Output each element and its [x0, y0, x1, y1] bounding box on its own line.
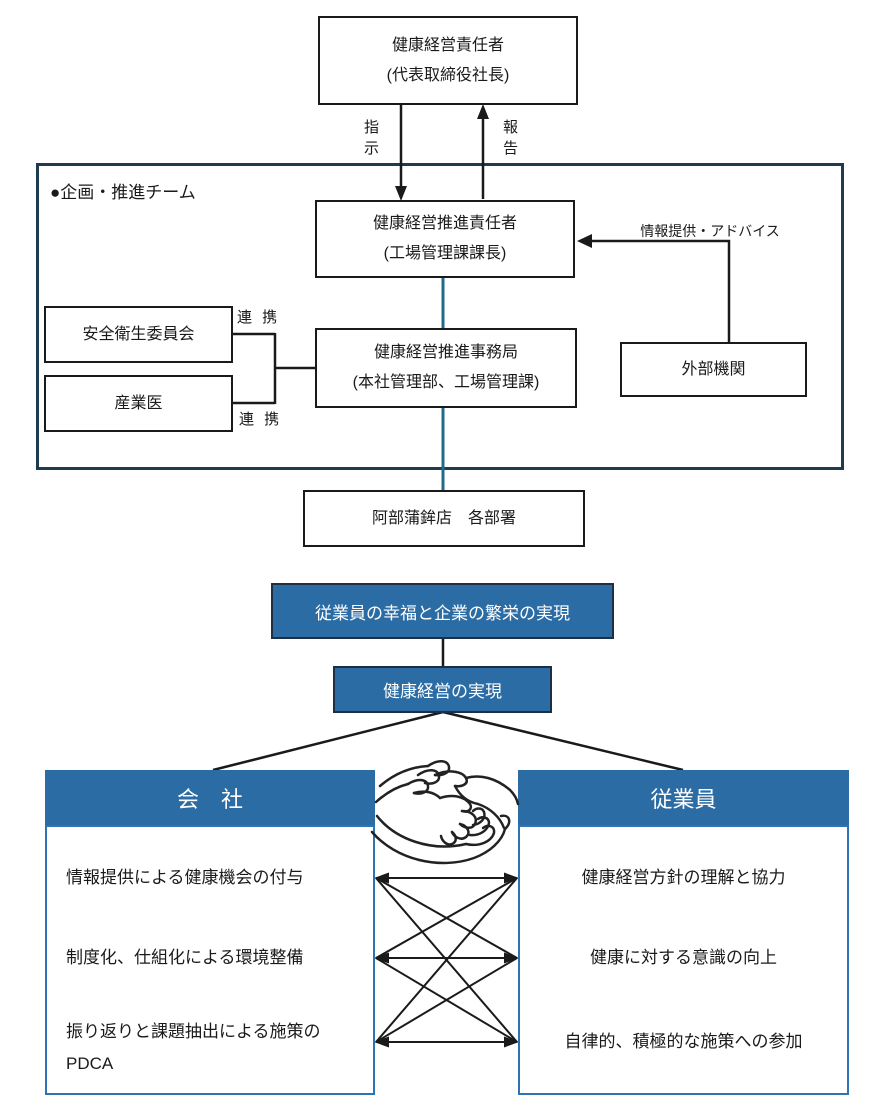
departments-label: 阿部蒲鉾店 各部署 — [371, 509, 516, 527]
safety-committee-label: 安全衛生委員会 — [82, 325, 195, 343]
secretariat-box: 健康経営推進事務局 (本社管理部、工場管理課) — [315, 328, 577, 408]
company-panel-body — [45, 825, 375, 1095]
promotion-leader-subtitle: (工場管理課課長) — [383, 245, 507, 262]
departments-box: 阿部蒲鉾店 各部署 — [303, 490, 585, 547]
mutual-relation-arrowheads — [374, 872, 519, 1048]
cooperation-label-bottom: 連 携 — [239, 411, 283, 428]
occupational-doctor-label: 産業医 — [114, 394, 163, 412]
employee-item-1: 健康経営方針の理解と協力 — [581, 868, 786, 887]
employee-panel-title: 従業員 — [650, 786, 717, 812]
company-panel-header: 会 社 — [45, 770, 375, 825]
external-org-box: 外部機関 — [620, 342, 807, 397]
handshake-icon — [370, 756, 520, 865]
secretariat-title: 健康経営推進事務局 — [373, 344, 518, 361]
cooperation-label-top: 連 携 — [237, 309, 281, 326]
company-item-3: 振り返りと課題抽出による施策のPDCA — [66, 1022, 321, 1073]
top-officer-title: 健康経営責任者 — [391, 36, 504, 54]
goal-health-management-label: 健康経営の実現 — [383, 682, 502, 701]
planning-team-frame — [36, 163, 844, 470]
employee-panel-body — [518, 825, 849, 1095]
instruction-arrow-label: 指示 — [362, 119, 379, 161]
occupational-doctor-box: 産業医 — [44, 375, 233, 432]
top-officer-box: 健康経営責任者 (代表取締役社長) — [318, 16, 578, 105]
report-arrow-label: 報告 — [501, 119, 518, 161]
employee-panel-header: 従業員 — [518, 770, 849, 825]
planning-team-label: ●企画・推進チーム — [50, 183, 196, 202]
external-advice-label: 情報提供・アドバイス — [640, 223, 780, 239]
company-panel-title: 会 社 — [176, 786, 243, 812]
promotion-leader-box: 健康経営推進責任者 (工場管理課課長) — [315, 200, 575, 278]
safety-committee-box: 安全衛生委員会 — [44, 306, 233, 363]
goal-health-management-box: 健康経営の実現 — [333, 666, 552, 713]
goal-branch-lines — [212, 710, 684, 772]
report-arrow — [477, 104, 489, 199]
external-org-label: 外部機関 — [681, 360, 746, 378]
company-item-2: 制度化、仕組化による環境整備 — [66, 948, 304, 967]
instruction-arrow — [395, 105, 407, 201]
promotion-leader-title: 健康経営推進責任者 — [372, 215, 517, 232]
secretariat-subtitle: (本社管理部、工場管理課) — [352, 374, 540, 391]
goal-happiness-box: 従業員の幸福と企業の繁栄の実現 — [271, 583, 614, 639]
employee-item-3: 自律的、積極的な施策への参加 — [564, 1032, 803, 1051]
cooperation-bracket — [233, 332, 315, 405]
employee-item-2: 健康に対する意識の向上 — [590, 948, 777, 967]
goal-happiness-label: 従業員の幸福と企業の繁栄の実現 — [315, 603, 570, 623]
top-officer-subtitle: (代表取締役社長) — [386, 66, 510, 84]
company-item-1: 情報提供による健康機会の付与 — [66, 868, 304, 887]
external-advice-arrow — [577, 234, 731, 342]
mutual-relation-arrows — [375, 877, 518, 1043]
